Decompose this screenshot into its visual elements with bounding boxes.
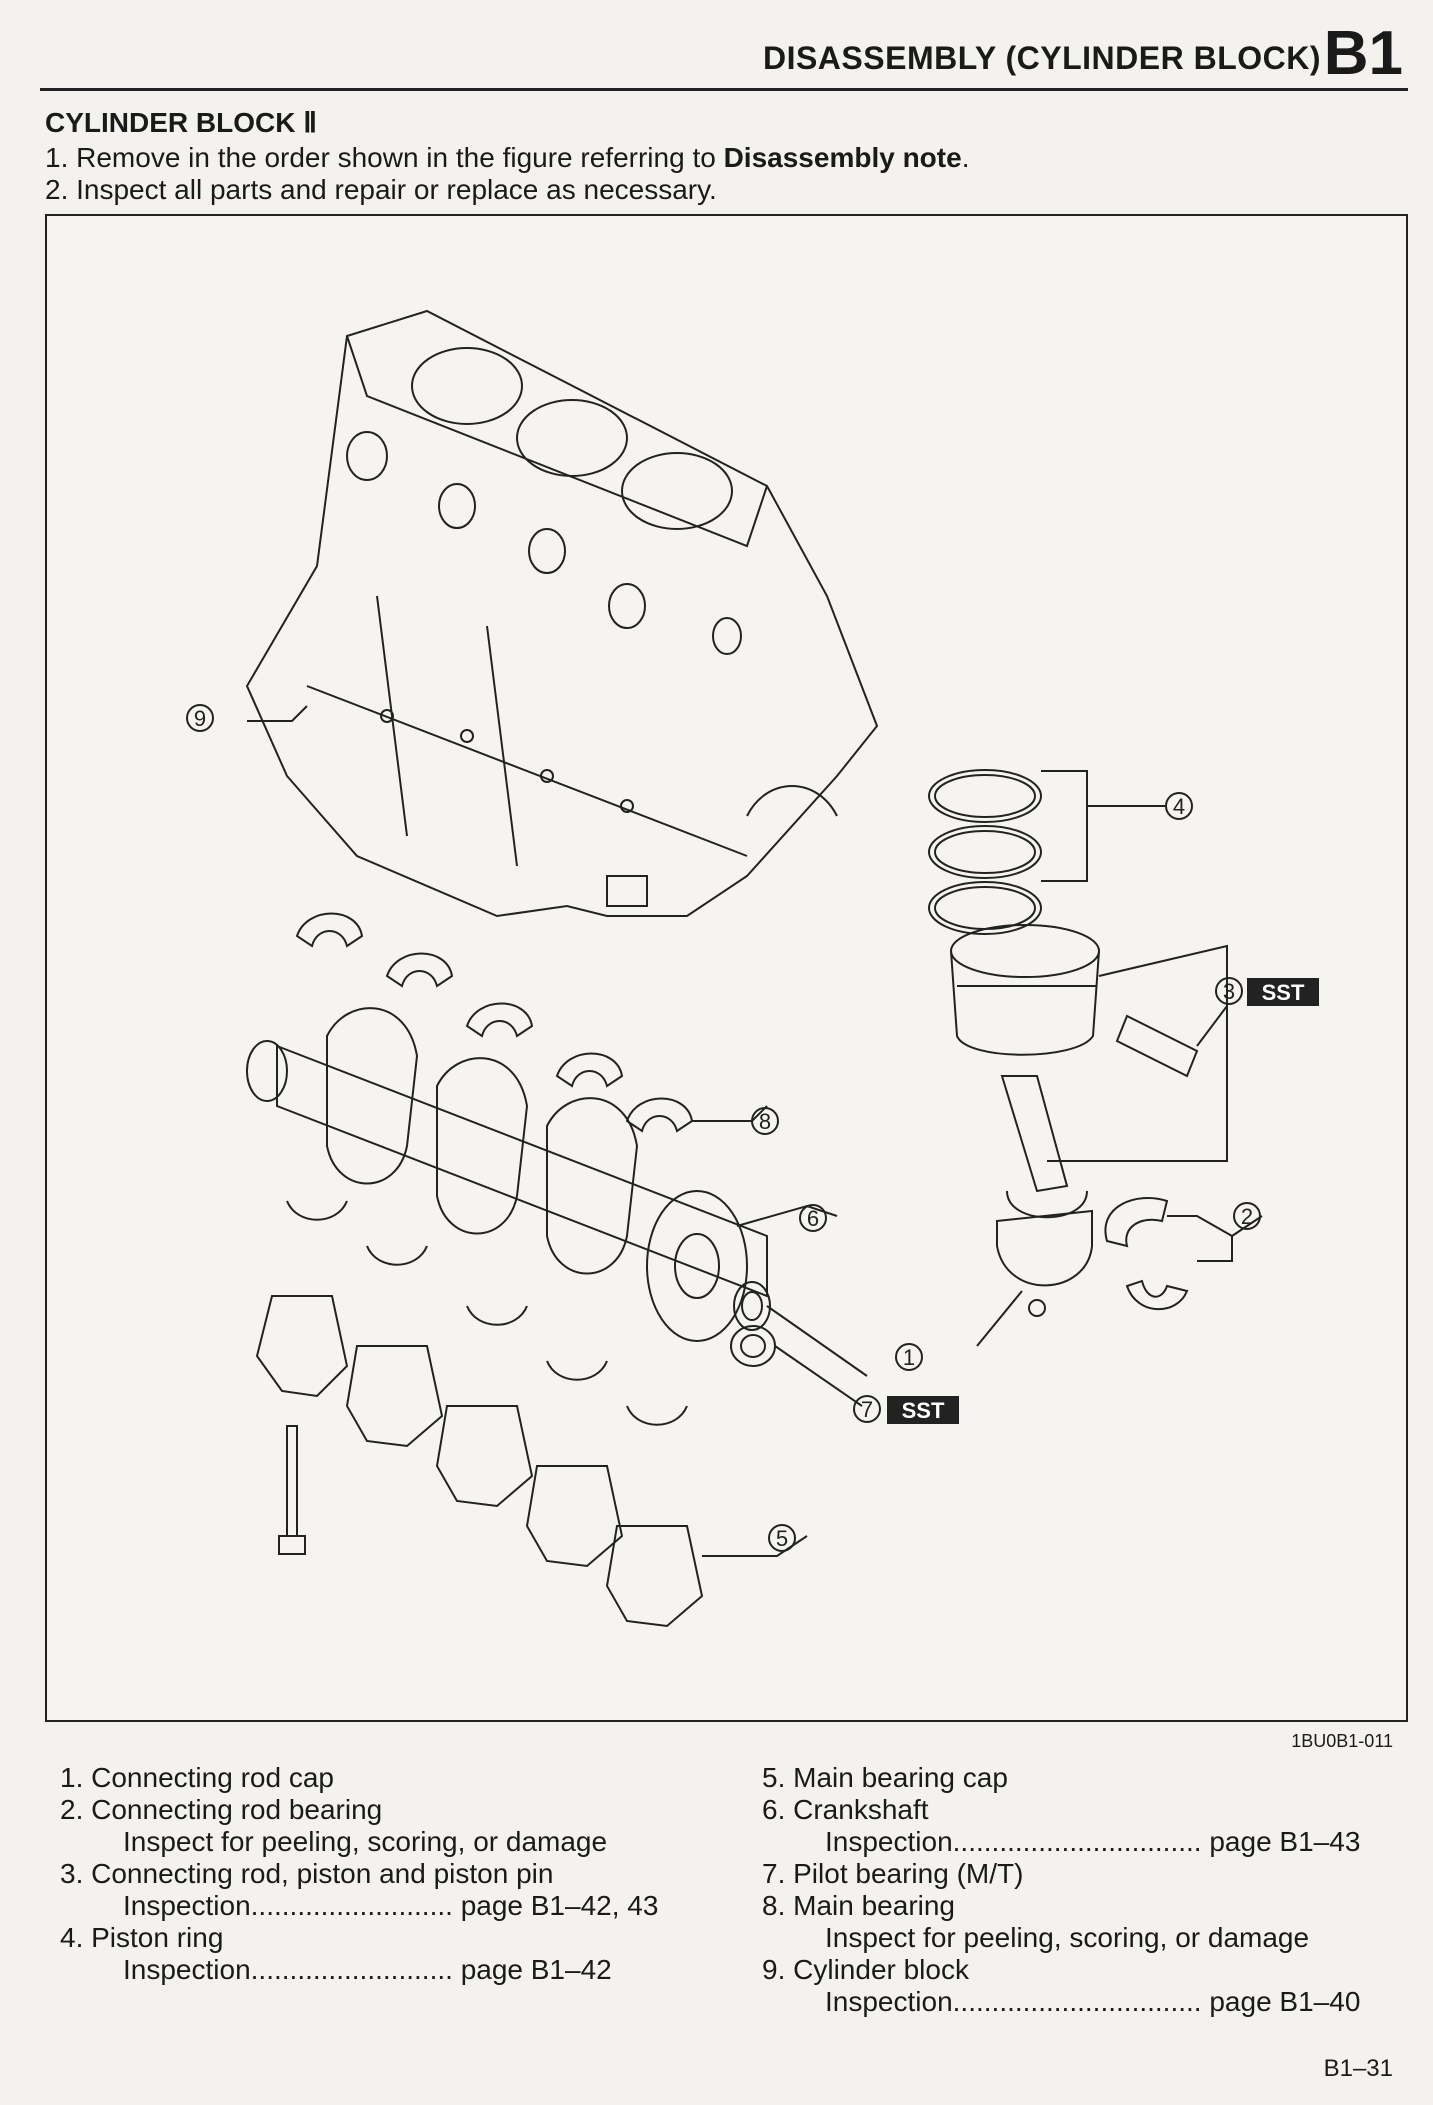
- svg-text:6: 6: [807, 1206, 819, 1231]
- page-ref: page B1–42: [460, 1954, 612, 1985]
- svg-text:SST: SST: [902, 1398, 945, 1423]
- svg-text:3: 3: [1223, 979, 1235, 1004]
- legend-item-1: 1. Connecting rod cap: [60, 1762, 334, 1793]
- header-title: DISASSEMBLY (CYLINDER BLOCK): [762, 40, 1321, 76]
- page-number: B1–31: [1323, 2055, 1393, 2082]
- svg-text:7: 7: [861, 1397, 873, 1422]
- block-leader-line: [247, 705, 308, 722]
- svg-text:9: 9: [194, 706, 206, 731]
- callout-2: 2: [1233, 1202, 1261, 1230]
- callout-1: 1: [895, 1343, 923, 1371]
- legend-item-5: 5. Main bearing cap: [762, 1762, 1008, 1793]
- svg-text:4: 4: [1173, 794, 1185, 819]
- legend-item-4: 4. Piston ring: [60, 1922, 224, 1953]
- figure-code: 1BU0B1-011: [1291, 1731, 1393, 1751]
- page-ref: page B1–40: [1209, 1986, 1361, 2017]
- connecting-rod-bearing-illustration: [1104, 1196, 1263, 1311]
- inspection-label: Inspection: [123, 1954, 251, 1985]
- legend-item-4-inspection: Inspection.......................... pag…: [60, 1954, 720, 1986]
- legend-item-8-note: Inspect for peeling, scoring, or damage: [825, 1922, 1310, 1953]
- page-ref: page B1–42, 43: [460, 1890, 659, 1921]
- step1-suffix: .: [961, 142, 970, 173]
- leader-dots: ..........................: [250, 1890, 453, 1921]
- disassembly-note-ref: Disassembly note: [723, 142, 962, 173]
- crankshaft-illustration: [246, 1007, 868, 1377]
- inspection-label: Inspection: [825, 1986, 953, 2017]
- callout-6: 6: [799, 1204, 827, 1232]
- header-rule: [40, 88, 1408, 91]
- callout-9: 9: [186, 704, 214, 732]
- exploded-view-figure: 4 3 SST 8 2 6 1 7 SST 5 9: [45, 214, 1408, 1722]
- svg-text:1: 1: [903, 1345, 915, 1370]
- legend-item-9: 9. Cylinder block: [762, 1954, 969, 1985]
- piston-illustration: [950, 924, 1228, 1162]
- legend-item-2: 2. Connecting rod bearing: [60, 1794, 383, 1825]
- section-title: CYLINDER BLOCK Ⅱ: [45, 107, 318, 138]
- sst-badge: [1247, 978, 1319, 1006]
- cylinder-block-illustration: [245, 309, 879, 918]
- parts-legend-left: 1. Connecting rod cap 2. Connecting rod …: [60, 1762, 720, 1986]
- header-section-code: B1: [1323, 19, 1403, 88]
- svg-text:5: 5: [776, 1526, 788, 1551]
- main-bearing-caps-illustration: [255, 1295, 808, 1628]
- leader-dots: ................................: [952, 1986, 1202, 2017]
- callout-8: 8: [751, 1107, 779, 1135]
- legend-item-8: 8. Main bearing: [762, 1890, 956, 1921]
- legend-item-6-inspection: Inspection..............................…: [762, 1826, 1402, 1858]
- instruction-step-2: 2. Inspect all parts and repair or repla…: [45, 174, 717, 205]
- callout-7: 7 SST: [853, 1395, 959, 1424]
- piston-rings-illustration: [928, 769, 1165, 935]
- callout-5: 5: [768, 1524, 796, 1552]
- inspection-label: Inspection: [825, 1826, 953, 1857]
- step1-text: 1. Remove in the order shown in the figu…: [45, 142, 724, 173]
- instruction-step-1: 1. Remove in the order shown in the figu…: [45, 142, 969, 174]
- exploded-view-drawing: 4 3 SST 8 2 6 1 7 SST 5 9: [186, 309, 1319, 1628]
- page-ref: page B1–43: [1209, 1826, 1361, 1857]
- inspection-label: Inspection: [123, 1890, 251, 1921]
- sst-badge: [887, 1396, 959, 1424]
- legend-item-3: 3. Connecting rod, piston and piston pin: [60, 1858, 554, 1889]
- leader-dots: ..........................: [250, 1954, 453, 1985]
- main-bearing-cap-bolt-illustration: [278, 1425, 306, 1555]
- legend-item-2-note: Inspect for peeling, scoring, or damage: [123, 1826, 608, 1857]
- connecting-rod-illustration: [976, 1075, 1093, 1347]
- parts-legend-right: 5. Main bearing cap 6. Crankshaft Inspec…: [762, 1762, 1402, 2018]
- svg-text:8: 8: [759, 1109, 771, 1134]
- leader-dots: ................................: [952, 1826, 1202, 1857]
- legend-item-6: 6. Crankshaft: [762, 1794, 929, 1825]
- main-bearings-illustration: [286, 912, 768, 1426]
- legend-item-7: 7. Pilot bearing (M/T): [762, 1858, 1024, 1889]
- svg-text:2: 2: [1241, 1204, 1253, 1229]
- legend-item-3-inspection: Inspection.......................... pag…: [60, 1890, 720, 1922]
- legend-item-9-inspection: Inspection..............................…: [762, 1986, 1402, 2018]
- callout-4: 4: [1165, 792, 1193, 820]
- pilot-bearing-illustration: [730, 1325, 863, 1407]
- svg-text:SST: SST: [1262, 980, 1305, 1005]
- callout-3: 3 SST: [1215, 977, 1319, 1006]
